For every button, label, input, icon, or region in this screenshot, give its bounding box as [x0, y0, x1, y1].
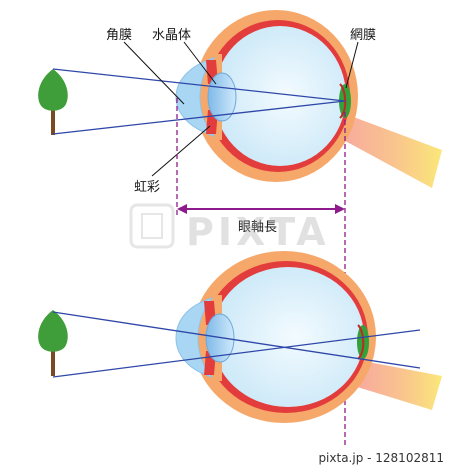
label-iris: 虹彩 — [134, 180, 161, 195]
watermark-text: PIXTA — [186, 210, 330, 254]
ray-top-lower — [52, 100, 346, 135]
vitreous-bottom — [212, 267, 364, 407]
axial-arrow-left-head — [177, 204, 187, 214]
label-retina: 網膜 — [350, 28, 377, 43]
vitreous-top — [214, 26, 346, 166]
bottom-eye — [38, 251, 442, 423]
label-axial-length: 眼軸長 — [238, 220, 278, 235]
leader-cornea — [123, 41, 185, 105]
image-credit: pixta.jp - 128102811 — [318, 451, 444, 465]
ray-top-upper — [52, 68, 346, 102]
leader-retina — [345, 41, 359, 89]
tree-top-leaf — [38, 69, 68, 111]
lens-top — [207, 72, 237, 122]
optic-nerve-top — [336, 112, 442, 188]
tree-bottom-leaf — [38, 310, 68, 352]
tree-bottom — [38, 310, 68, 376]
axial-arrow-right-head — [335, 204, 345, 214]
tree-top — [38, 69, 68, 135]
tree-bottom-trunk — [51, 346, 55, 376]
label-lens: 水晶体 — [152, 28, 192, 43]
optic-nerve-bottom — [354, 360, 442, 410]
retina-layer-bottom — [357, 324, 365, 360]
label-cornea: 角膜 — [106, 28, 133, 43]
watermark-logo — [129, 203, 175, 249]
ray-bottom-lower — [52, 329, 421, 378]
leader-lens — [183, 41, 217, 85]
ray-bottom-upper — [52, 311, 421, 369]
top-eye — [38, 10, 442, 188]
tree-top-trunk — [51, 105, 55, 135]
cornea-bottom — [175, 297, 214, 378]
retina-layer-top — [339, 83, 347, 119]
leader-iris — [151, 125, 211, 177]
